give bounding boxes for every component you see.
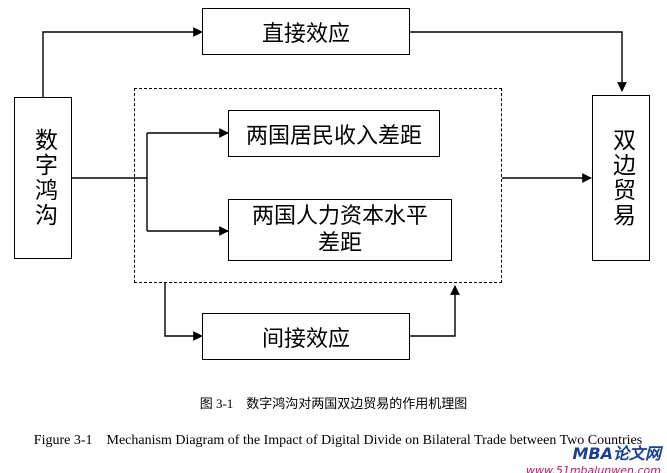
bilateral-trade-node: 双边贸易 xyxy=(592,95,650,261)
digital-divide-node: 数字鸿沟 xyxy=(14,97,72,259)
watermark-brand: MBA论文网 xyxy=(572,444,661,463)
mediator-dashed-group xyxy=(134,88,502,283)
resident-income-gap-node: 两国居民收入差距 xyxy=(228,110,440,157)
figure-caption-chinese: 图 3-1 数字鸿沟对两国双边贸易的作用机理图 xyxy=(199,396,468,411)
human-capital-gap-node: 两国人力资本水平 差距 xyxy=(228,199,452,261)
direct-effect-node: 直接效应 xyxy=(202,8,410,55)
indirect-effect-node: 间接效应 xyxy=(202,313,410,360)
arrow-divide-to-direct-effect xyxy=(42,27,203,97)
arrow-mediators-to-indirect-effect xyxy=(164,283,203,341)
watermark: MBA论文网 www.51mbalunwen.com xyxy=(526,440,661,473)
figure-caption-english: Figure 3-1 Mechanism Diagram of the Impa… xyxy=(33,433,643,448)
arrow-direct-effect-to-trade xyxy=(410,31,627,92)
arrow-indirect-effect-to-mediators xyxy=(410,285,460,337)
human-capital-gap-line2: 差距 xyxy=(317,231,362,256)
watermark-url: www.51mbalunwen.com xyxy=(526,464,661,473)
human-capital-gap-line1: 两国人力资本水平 xyxy=(251,204,428,229)
